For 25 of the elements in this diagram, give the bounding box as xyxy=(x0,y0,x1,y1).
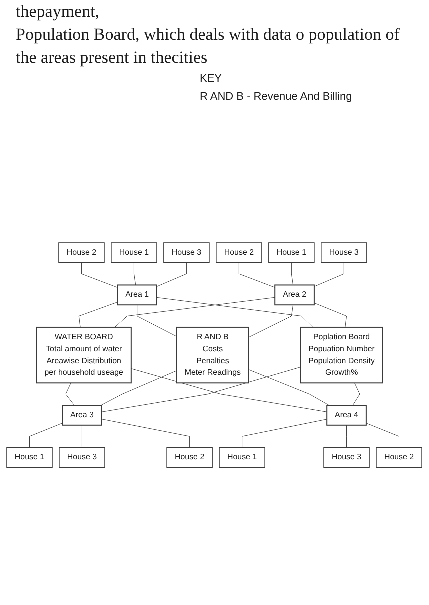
connector xyxy=(156,262,187,287)
connector xyxy=(102,366,301,412)
connector xyxy=(102,418,190,448)
connector xyxy=(30,422,63,448)
key-text: R AND B - Revenue And Billing xyxy=(200,90,352,105)
connector xyxy=(314,302,348,328)
key-heading: KEY xyxy=(200,72,222,87)
connector xyxy=(137,304,178,337)
connector xyxy=(248,304,294,338)
connector xyxy=(238,262,276,288)
connector xyxy=(346,424,348,448)
connector xyxy=(291,262,294,286)
connector xyxy=(314,262,344,287)
connector xyxy=(156,297,314,328)
connector xyxy=(131,368,328,412)
connector xyxy=(81,262,118,288)
connector xyxy=(100,370,178,406)
body-text: Population Board, which deals with data o population of the areas present in thecities xyxy=(16,24,401,69)
connector xyxy=(242,418,328,448)
connector xyxy=(134,262,136,286)
connector xyxy=(114,297,276,328)
connector xyxy=(78,302,118,328)
body-text: thepayment, xyxy=(16,1,100,23)
connector xyxy=(248,369,330,406)
connector xyxy=(366,422,400,448)
